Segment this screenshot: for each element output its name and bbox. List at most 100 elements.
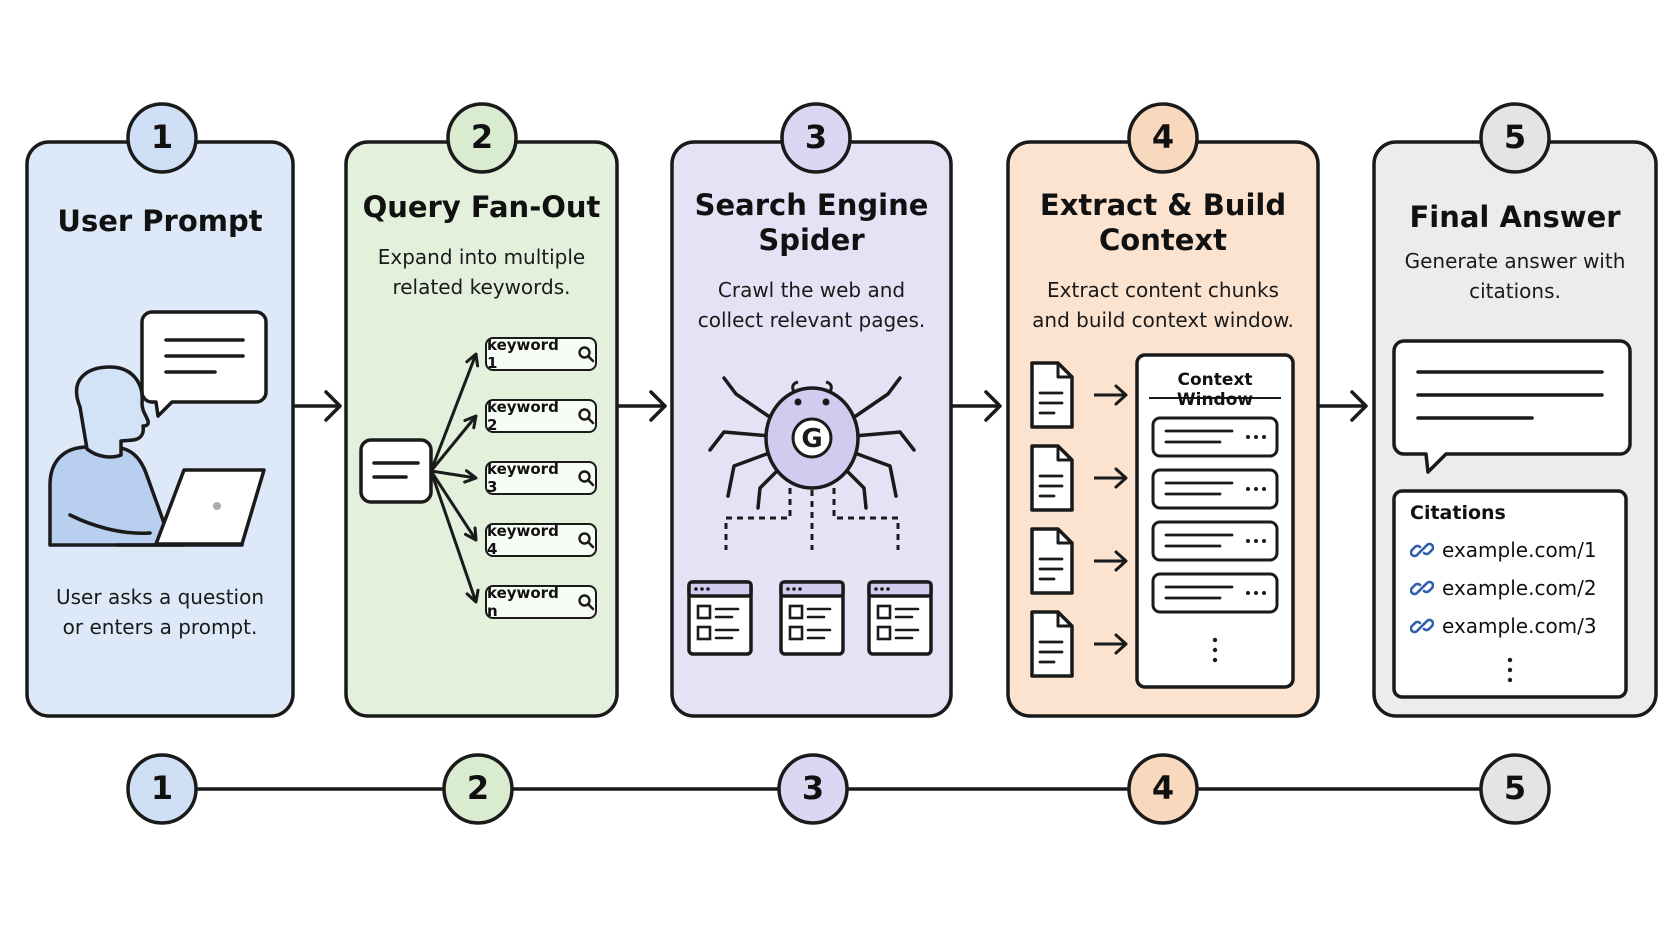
content-chunk [1151, 468, 1279, 510]
crawl-connectors [724, 488, 900, 550]
citation-link[interactable]: example.com/1 [1410, 538, 1597, 562]
step-number-badge [1479, 102, 1551, 174]
document-icon [1030, 527, 1074, 595]
step-title-line: Extract & Build [1039, 188, 1287, 222]
step-card-1 [25, 102, 295, 718]
step-number: 2 [470, 118, 494, 156]
keyword-label: keyword 3 [487, 460, 559, 496]
arrow-right-icon [429, 414, 478, 472]
speech-bubble-icon [1392, 339, 1632, 474]
context-window-title: Context Window [1176, 370, 1254, 410]
timeline-number: 5 [1503, 769, 1527, 807]
fan-out-node [359, 438, 433, 504]
document-icon [1030, 610, 1074, 678]
step-title: Final Answer [1378, 200, 1652, 235]
arrow-right-icon [1318, 390, 1368, 422]
web-page-icon [867, 580, 933, 656]
step-title-line: Search Engine [694, 188, 929, 222]
citation-url: example.com/2 [1442, 576, 1597, 600]
document-icon [1030, 444, 1074, 512]
timeline-badge-3 [777, 753, 849, 825]
step-number: 3 [804, 118, 828, 156]
link-icon [1410, 542, 1434, 558]
step-description: Generate answer with citations. [1378, 246, 1652, 306]
timeline-number: 2 [466, 769, 490, 807]
arrow-right-icon [952, 390, 1002, 422]
step-number-badge [126, 102, 198, 174]
citation-url: example.com/1 [1442, 538, 1597, 562]
step-number: 1 [150, 118, 174, 156]
step-title-line: Context [1099, 223, 1227, 257]
magnifier-icon [578, 408, 595, 425]
step-number: 5 [1503, 118, 1527, 156]
keyword-label: keyword 2 [487, 398, 559, 434]
step-description-line: collect relevant pages. [697, 308, 926, 332]
timeline [126, 753, 1551, 825]
context-window-panel [1135, 353, 1295, 689]
arrow-right-icon [1094, 467, 1128, 489]
step-title-line: Spider [758, 223, 865, 257]
step-number-badge [1127, 102, 1199, 174]
magnifier-icon [578, 470, 595, 487]
more-dot [1507, 677, 1513, 683]
step-description-line: and build context window. [1032, 308, 1294, 332]
keyword-chip: keyword 1 [485, 336, 597, 372]
step-title: User Prompt [31, 204, 289, 239]
step-description-line: Expand into multiple [377, 245, 586, 269]
citation-link[interactable]: example.com/3 [1410, 614, 1597, 638]
link-icon [1410, 618, 1434, 634]
step-title-line: Query Fan-Out [362, 190, 601, 224]
timeline-badge-2 [442, 753, 514, 825]
arrow-right-icon [293, 390, 342, 422]
arrow-right-icon [429, 470, 478, 542]
step-number-badge [780, 102, 852, 174]
step-title-line: User Prompt [57, 204, 263, 238]
more-dot [1212, 657, 1218, 663]
timeline-badge-5 [1479, 753, 1551, 825]
more-dot [1507, 667, 1513, 673]
arrow-right-icon [1094, 384, 1128, 406]
content-chunk [1151, 520, 1279, 562]
more-dot [1212, 647, 1218, 653]
step-description-line: User asks a question [56, 585, 264, 609]
timeline-badge-1 [126, 753, 198, 825]
step-description-line: related keywords. [392, 275, 571, 299]
person-at-laptop-icon [48, 365, 266, 547]
arrow-right-icon [429, 470, 480, 604]
timeline-number: 4 [1151, 769, 1175, 807]
more-dot [1212, 637, 1218, 643]
step-description: Expand into multiple related keywords. [350, 242, 613, 302]
link-icon [1410, 580, 1434, 596]
step-description-line: or enters a prompt. [62, 615, 258, 639]
more-dot [1507, 657, 1513, 663]
step-description-line: Generate answer with [1404, 249, 1626, 273]
arrow-right-icon [1094, 633, 1128, 655]
arrow-right-icon [430, 469, 478, 484]
content-chunk [1151, 572, 1279, 614]
step-description-line: Crawl the web and [717, 278, 906, 302]
keyword-label: keyword 4 [487, 522, 559, 558]
arrow-right-icon [429, 352, 480, 472]
citations-title: Citations [1410, 502, 1506, 524]
citation-link[interactable]: example.com/2 [1410, 576, 1597, 600]
magnifier-icon [578, 532, 595, 549]
step-description-line: citations. [1469, 279, 1561, 303]
timeline-number: 3 [801, 769, 825, 807]
magnifier-icon [578, 346, 595, 363]
step-title-line: Final Answer [1409, 200, 1621, 234]
speech-bubble-icon [140, 310, 268, 418]
citations-panel [1392, 489, 1628, 699]
magnifier-icon [578, 594, 595, 611]
step-number: 4 [1151, 118, 1175, 156]
keyword-label: keyword 1 [487, 336, 559, 372]
step-card-2 [344, 102, 619, 718]
arrow-right-icon [1094, 550, 1128, 572]
timeline-number: 1 [150, 769, 174, 807]
web-page-icon [687, 580, 753, 656]
step-title: Query Fan-Out [350, 190, 613, 225]
spider-robot-icon: G [708, 376, 916, 510]
